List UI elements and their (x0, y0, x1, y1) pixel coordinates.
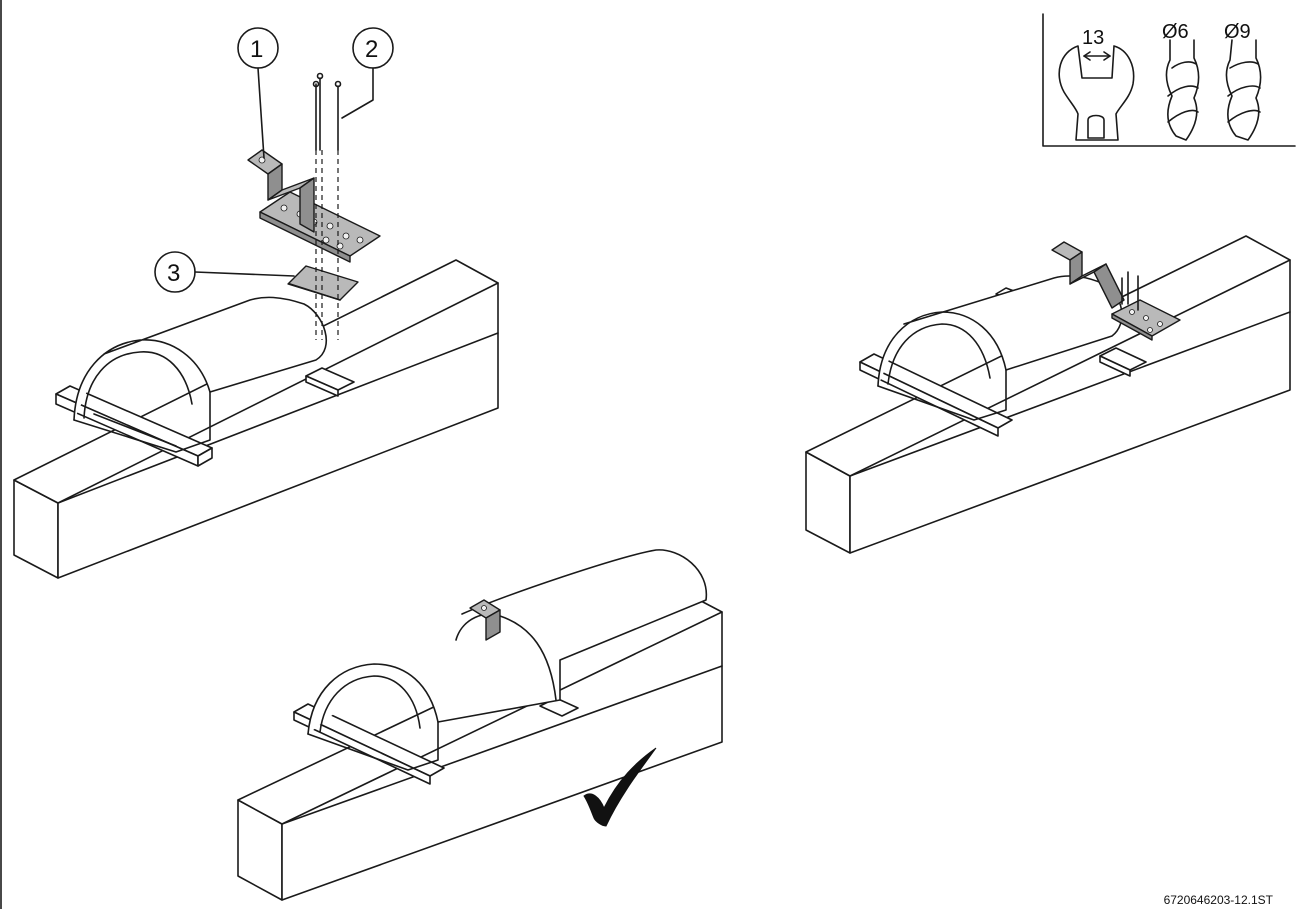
checkmark-icon (583, 747, 657, 827)
pipe-1 (73, 296, 327, 453)
wrench-size-label: 13 (1082, 27, 1104, 49)
svg-text:3: 3 (167, 260, 180, 287)
drill-small-label: Ø6 (1162, 21, 1189, 43)
bracket-installed (1051, 241, 1181, 341)
scene-assembled (805, 235, 1291, 554)
drill-large-label: Ø9 (1224, 21, 1251, 43)
scene-final (237, 549, 723, 901)
callout-3: 3 (154, 251, 295, 293)
drill-bit-6-icon (1165, 39, 1200, 141)
callout-1: 1 (237, 27, 279, 159)
beam-1 (13, 259, 499, 579)
bracket-final (469, 599, 501, 641)
pipe-2 (877, 275, 1123, 421)
drill-bit-9-icon (1225, 39, 1262, 141)
svg-text:2: 2 (365, 36, 378, 63)
pipe-3 (307, 549, 708, 771)
screw-icon (312, 72, 342, 151)
svg-text:1: 1 (250, 36, 263, 63)
figure-code: 6720646203-12.1ST (1163, 893, 1273, 907)
wrench-icon (1058, 45, 1135, 141)
tool-box: 13 Ø6 Ø9 (1042, 13, 1296, 147)
sleeper-blocks-2 (859, 287, 1147, 437)
callout-2: 2 (341, 27, 394, 119)
scene-exploded: 1 2 3 (13, 27, 499, 579)
bracket-assembly (247, 72, 381, 340)
